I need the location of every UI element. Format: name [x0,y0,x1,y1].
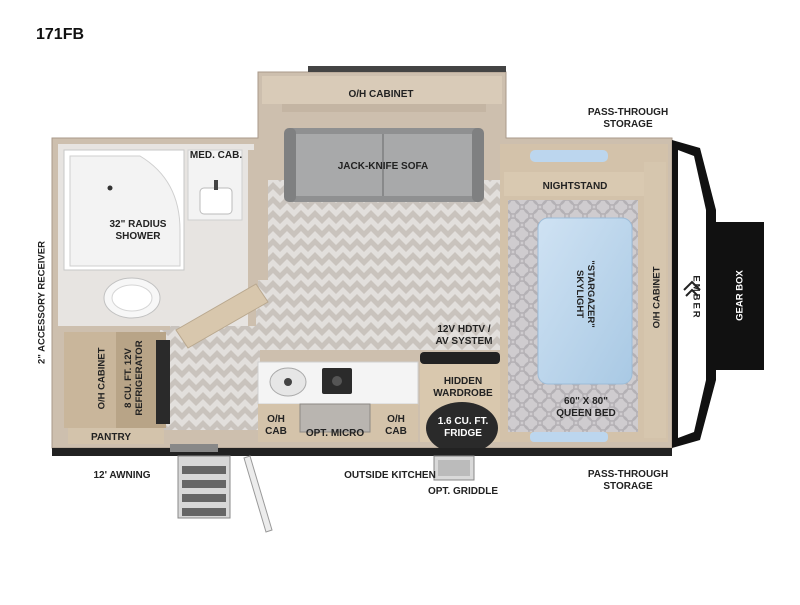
entry-steps [177,455,231,519]
refrigerator-label: 8 CU. FT. 12V REFRIGERATOR [123,340,145,416]
ember-logo-text: EMBER [690,275,702,320]
oh-cabinet-right-label: O/H CABINET [651,266,663,329]
med-cab-label: MED. CAB. [189,150,243,161]
outside-kitchen-label: OUTSIDE KITCHEN [344,470,436,481]
opt-micro-label: OPT. MICRO [305,428,365,439]
slide-out [262,76,502,202]
oh-cabinet-top-label: O/H CABINET [348,89,414,100]
tv-label: 12V HDTV / AV SYSTEM [435,324,493,347]
left-storage [64,332,170,444]
queen-bed-label: 60" X 80" QUEEN BED [556,396,616,419]
accessory-receiver-label: 2" ACCESSORY RECEIVER [36,241,48,364]
awning-label: 12' AWNING [93,470,151,481]
gear-box-label: GEAR BOX [734,270,746,321]
hidden-wardrobe-label: HIDDEN WARDROBE [433,376,493,399]
oh-cab-left-label: O/H CAB [265,414,287,437]
bedroom [500,144,668,442]
stargazer-skylight-label: "STARGAZER" SKYLIGHT [574,260,596,328]
jack-knife-sofa-label: JACK-KNIFE SOFA [337,161,429,172]
opt-griddle-label: OPT. GRIDDLE [427,486,498,497]
nightstand-label: NIGHTSTAND [542,181,608,192]
bathroom-door [175,283,269,349]
pantry-label: PANTRY [91,432,131,443]
oh-cabinet-left-label: O/H CABINET [96,347,108,410]
radius-shower-label: 32" RADIUS SHOWER [109,219,167,242]
fridge-label: 1.6 CU. FT. FRIDGE [437,416,489,439]
oh-cab-right-label: O/H CAB [385,414,407,437]
exterior-bottom [52,444,672,533]
ember-logo [683,280,701,297]
front-cap [672,140,764,448]
kitchen [257,352,500,454]
floor [160,180,500,430]
pass-through-storage-bottom-label: PASS-THROUGH STORAGE [587,469,669,492]
pass-through-storage-top-label: PASS-THROUGH STORAGE [587,107,669,130]
bathroom [58,144,256,326]
model-name: 171FB [36,26,85,43]
